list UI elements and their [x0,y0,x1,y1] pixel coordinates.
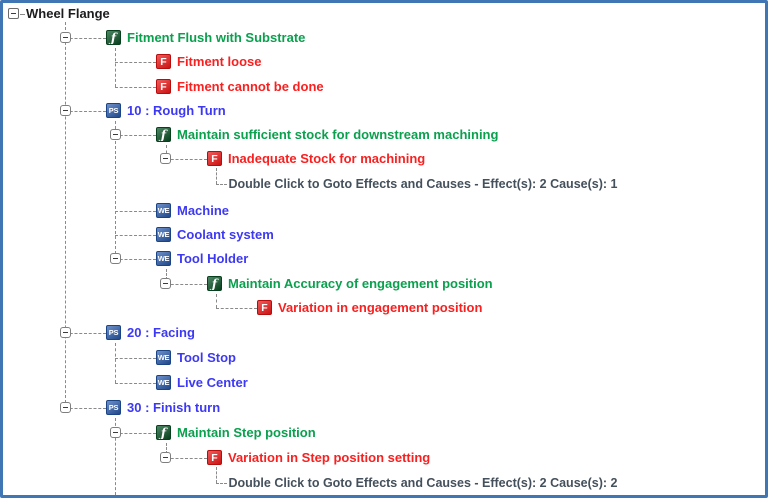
work-element-icon: WE [156,227,171,242]
collapse-toggle[interactable] [160,278,171,289]
tree-connector-horizontal [165,458,207,459]
tree-connector-horizontal [215,483,227,484]
tree-node-label-root[interactable]: Wheel Flange [26,6,110,21]
tree-node-label-process[interactable]: 30 : Finish turn [127,400,221,415]
minus-glyph [112,134,118,135]
minus-glyph [163,158,168,159]
tree-connector-horizontal [115,259,156,260]
tree-connector-horizontal [115,211,156,212]
process-step-icon: PS [106,325,121,340]
tree-node-label-failure[interactable]: Fitment cannot be done [177,79,324,94]
tree-connector-vertical [115,343,116,383]
tree-connector-vertical [115,48,116,87]
tree-node-label-workelement[interactable]: Tool Holder [177,251,249,266]
minus-glyph [112,258,118,259]
tree-node-label-process[interactable]: 20 : Facing [127,325,195,340]
tree-node-label-function[interactable]: Maintain sufficient stock for downstream… [177,127,499,142]
failure-icon: F [207,450,222,465]
minus-glyph [62,110,68,111]
tree-connector-vertical [215,168,217,184]
tree-connector-horizontal [19,14,25,15]
collapse-toggle[interactable] [59,402,71,413]
collapse-toggle[interactable] [160,452,171,463]
tree-connector-horizontal [115,235,156,236]
tree-connector-vertical [115,418,116,495]
tree-node-label-failure[interactable]: Fitment loose [177,54,262,69]
tree-node-label-function[interactable]: Fitment Flush with Substrate [127,30,306,45]
tree-node-label-process[interactable]: 10 : Rough Turn [127,103,226,118]
tree-node-label-workelement[interactable]: Coolant system [177,227,274,242]
goto-effects-causes-hint[interactable]: Double Click to Goto Effects and Causes … [228,177,618,191]
work-element-icon: WE [156,251,171,266]
work-element-icon: WE [156,203,171,218]
tree-node-label-failure[interactable]: Variation in engagement position [278,300,483,315]
function-icon: ƒ [207,276,222,291]
tree-connector-vertical [115,121,116,259]
failure-icon: F [156,79,171,94]
failure-icon: F [257,300,272,315]
tree-connector-vertical [215,294,217,308]
collapse-toggle[interactable] [59,105,71,116]
tree-node-label-function[interactable]: Maintain Step position [177,425,316,440]
tree-node-label-failure[interactable]: Inadequate Stock for machining [228,151,426,166]
tree-connector-vertical [165,145,167,159]
function-icon: ƒ [156,425,171,440]
tree-connector-horizontal [115,433,156,434]
collapse-toggle[interactable] [59,32,71,43]
minus-glyph [62,332,68,333]
tree-node-label-workelement[interactable]: Live Center [177,375,248,390]
tree-connector-horizontal [65,111,106,112]
goto-effects-causes-hint[interactable]: Double Click to Goto Effects and Causes … [228,476,618,490]
minus-glyph [163,283,168,284]
minus-glyph [62,37,68,38]
minus-glyph [11,13,16,14]
process-step-icon: PS [106,400,121,415]
tree-node-label-workelement[interactable]: Tool Stop [177,350,236,365]
tree-connector-horizontal [215,184,227,185]
tree-connector-horizontal [115,383,156,384]
tree-connector-horizontal [65,38,106,39]
collapse-toggle[interactable] [8,8,19,19]
collapse-toggle[interactable] [109,253,121,264]
tree-node-label-workelement[interactable]: Machine [177,203,230,218]
failure-icon: F [207,151,222,166]
tree-connector-horizontal [165,159,207,160]
tree-connector-horizontal [65,408,106,409]
tree-connector-horizontal [65,333,106,334]
minus-glyph [112,432,118,433]
process-step-icon: PS [106,103,121,118]
collapse-toggle[interactable] [109,129,121,140]
failure-icon: F [156,54,171,69]
tree-connector-vertical [215,467,217,483]
tree-connector-horizontal [115,87,156,88]
function-icon: ƒ [156,127,171,142]
tree-connector-horizontal [115,62,156,63]
tree-connector-vertical [165,269,167,284]
minus-glyph [62,407,68,408]
work-element-icon: WE [156,375,171,390]
function-icon: ƒ [106,30,121,45]
tree-node-label-failure[interactable]: Variation in Step position setting [228,450,431,465]
tree-connector-vertical [65,22,66,408]
tree-connector-horizontal [115,358,156,359]
work-element-icon: WE [156,350,171,365]
minus-glyph [163,457,168,458]
collapse-toggle[interactable] [59,327,71,338]
tree-connector-horizontal [115,135,156,136]
tree-connector-horizontal [215,308,257,309]
tree-node-label-function[interactable]: Maintain Accuracy of engagement position [228,276,493,291]
collapse-toggle[interactable] [109,427,121,438]
tree-connector-horizontal [165,284,207,285]
collapse-toggle[interactable] [160,153,171,164]
tree-connector-vertical [165,443,167,458]
